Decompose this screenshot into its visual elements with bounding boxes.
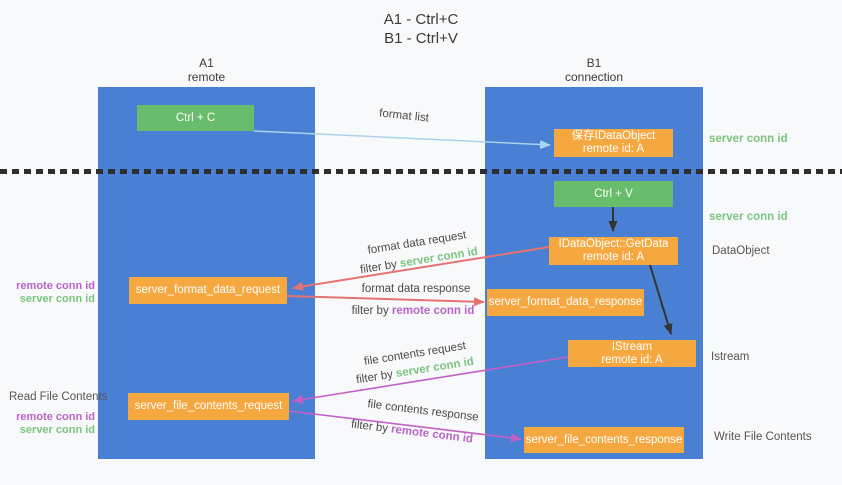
server-conn-id-label-mid: server conn id <box>709 211 788 223</box>
istream-line2: remote id: A <box>601 353 663 366</box>
filter-by-prefix-1: filter by <box>359 258 398 277</box>
filter-by-prefix-3: filter by <box>355 368 394 387</box>
diagram-title: A1 - Ctrl+C B1 - Ctrl+V <box>0 10 842 48</box>
remote-conn-id-label-2: remote conn id <box>16 411 95 423</box>
server-file-contents-request-label: server_file_contents_request <box>134 400 283 412</box>
ctrl-c-node: Ctrl + C <box>137 105 254 131</box>
server-format-data-request-node: server_format_data_request <box>129 277 287 304</box>
left-conn-id-block-1: remote conn id server conn id <box>0 280 95 306</box>
server-format-data-response-label: server_format_data_response <box>488 296 643 308</box>
file-contents-response-arrow-label: file contents response <box>366 398 480 424</box>
save-idataobject-line1: 保存IDataObject <box>571 130 656 142</box>
server-conn-id-label-2: server conn id <box>19 424 95 436</box>
idataobject-getdata-line2: remote id: A <box>582 251 645 263</box>
column-b1-role: connection <box>564 70 624 84</box>
remote-conn-id-label-1: remote conn id <box>16 280 95 292</box>
server-file-contents-response-label: server_file_contents_response <box>525 433 683 446</box>
filter-remote-conn-id-1: remote conn id <box>391 305 475 317</box>
filter-remote-conn-id-2: remote conn id <box>390 423 474 446</box>
read-file-contents-label: Read File Contents <box>9 391 108 403</box>
save-idataobject-node: 保存IDataObject remote id: A <box>554 129 673 157</box>
ctrl-v-node: Ctrl + V <box>554 181 673 207</box>
format-data-response-arrow-label: format data response <box>361 283 471 295</box>
column-a1-name: A1 <box>199 56 214 70</box>
istream-node: IStream remote id: A <box>568 340 696 367</box>
server-format-data-response-node: server_format_data_response <box>487 289 644 316</box>
phase-separator-dotted-line <box>0 169 842 174</box>
filter-by-prefix-2: filter by <box>351 305 389 317</box>
column-header-a1: A1 remote <box>98 56 315 84</box>
dataobject-label: DataObject <box>712 245 770 257</box>
idataobject-getdata-node: IDataObject::GetData remote id: A <box>549 237 678 265</box>
idataobject-getdata-line1: IDataObject::GetData <box>558 238 669 250</box>
server-conn-id-label-1: server conn id <box>19 293 95 305</box>
title-line-1: A1 - Ctrl+C <box>383 11 459 28</box>
save-idataobject-line2: remote id: A <box>582 143 645 155</box>
filter-by-remote-conn-id-label-1: filter by remote conn id <box>352 305 475 317</box>
server-conn-id-label-top: server conn id <box>709 133 788 145</box>
filter-by-remote-conn-id-label-2: filter by remote conn id <box>350 419 473 446</box>
ctrl-c-label: Ctrl + C <box>175 111 216 124</box>
left-conn-id-block-2: remote conn id server conn id <box>0 411 95 437</box>
format-data-response-arrow <box>286 295 485 307</box>
server-file-contents-response-node: server_file_contents_response <box>524 427 684 453</box>
server-file-contents-request-node: server_file_contents_request <box>128 393 289 420</box>
column-b1-name: B1 <box>586 56 602 70</box>
format-list-arrow-label: format list <box>378 107 430 125</box>
istream-line1: IStream <box>611 340 653 353</box>
write-file-contents-label: Write File Contents <box>714 431 812 443</box>
filter-by-prefix-4: filter by <box>350 418 389 435</box>
title-line-2: B1 - Ctrl+V <box>384 30 458 47</box>
column-a1-role: remote <box>187 70 226 84</box>
column-header-b1: B1 connection <box>485 56 703 84</box>
ctrl-v-label: Ctrl + V <box>594 187 633 200</box>
server-format-data-request-label: server_format_data_request <box>135 284 281 296</box>
istream-side-label: Istream <box>711 351 750 363</box>
